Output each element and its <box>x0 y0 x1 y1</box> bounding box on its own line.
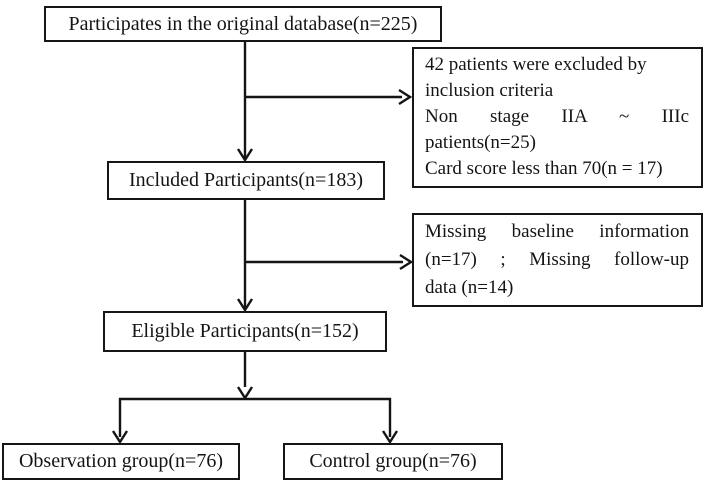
arrowhead-into-excluded <box>398 88 413 106</box>
arrowhead-into-observation <box>111 430 129 445</box>
box-observation-group: Observation group(n=76) <box>2 443 240 480</box>
missing-line: (n=17) ; Missing follow-up <box>425 249 689 270</box>
box-excluded-patients: 42 patients were excluded by inclusion c… <box>412 47 703 188</box>
arrowhead-into-control <box>381 430 399 445</box>
box-eligible-participants-label: Eligible Participants(n=152) <box>131 320 359 342</box>
arrowhead-into-split <box>236 386 254 401</box>
excluded-line: inclusion criteria <box>425 80 554 101</box>
excluded-line: 42 patients were excluded by <box>425 54 647 75</box>
excluded-line: Non stage IIA ~ IIIc <box>425 106 689 127</box>
box-observation-group-label: Observation group(n=76) <box>18 450 223 472</box>
split-connector <box>118 397 392 437</box>
missing-line: Missing baseline information <box>425 221 689 242</box>
arrowhead-into-missing <box>399 253 414 271</box>
box-control-group: Control group(n=76) <box>283 443 503 480</box>
box-included-participants-label: Included Participants(n=183) <box>129 169 363 191</box>
box-control-group-label: Control group(n=76) <box>309 450 477 472</box>
box-original-database-label: Participates in the original database(n=… <box>68 12 418 35</box>
box-missing-data: Missing baseline information (n=17) ; Mi… <box>412 213 703 307</box>
arrowhead-into-included <box>236 148 254 163</box>
box-eligible-participants: Eligible Participants(n=152) <box>103 311 387 352</box>
excluded-line: Card score less than 70(n = 17) <box>425 158 663 179</box>
arrowhead-into-eligible <box>236 298 254 313</box>
missing-line: data (n=14) <box>425 277 514 298</box>
box-included-participants: Included Participants(n=183) <box>107 161 385 200</box>
box-original-database: Participates in the original database(n=… <box>44 6 442 42</box>
excluded-line: patients(n=25) <box>425 132 536 153</box>
